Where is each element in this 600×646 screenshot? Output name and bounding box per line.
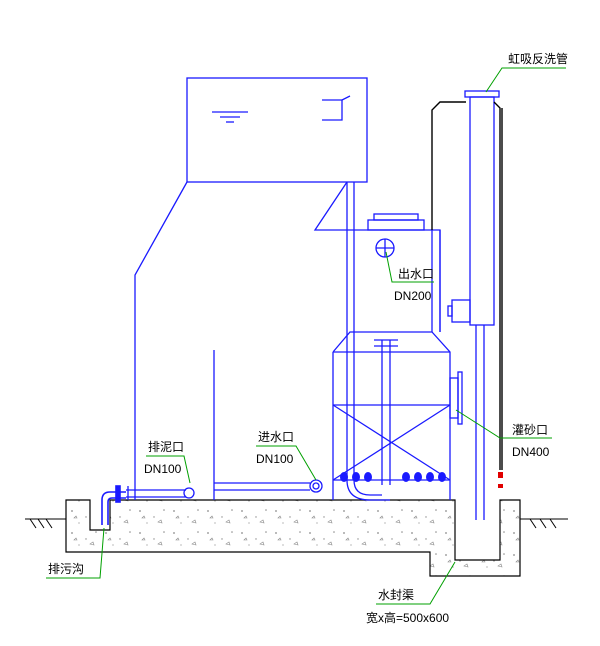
diffuser-nozzles bbox=[340, 472, 446, 482]
label-sludge-outlet-size: DN100 bbox=[144, 462, 182, 476]
label-siphon-backwash-pipe: 虹吸反洗管 bbox=[508, 51, 568, 66]
foundation bbox=[65, 499, 521, 577]
label-sand-filling-port-size: DN400 bbox=[512, 445, 550, 459]
leader-lines bbox=[46, 67, 566, 605]
label-water-inlet-size: DN100 bbox=[256, 452, 294, 466]
equipment-body bbox=[126, 77, 463, 501]
label-channel-size: 宽x高=500x600 bbox=[366, 610, 449, 625]
label-water-outlet: 出水口 bbox=[398, 267, 434, 281]
sewage-drain-elbow bbox=[101, 485, 126, 525]
label-sand-filling-port: 灌砂口 bbox=[512, 423, 548, 437]
external-pipework bbox=[431, 101, 503, 470]
label-sludge-outlet: 排泥口 bbox=[148, 440, 184, 454]
label-sewage-ditch: 排污沟 bbox=[48, 562, 84, 576]
label-water-inlet: 进水口 bbox=[258, 430, 294, 444]
siphon-backwash-pipe bbox=[447, 90, 500, 520]
label-water-seal-channel: 水封渠 bbox=[378, 588, 414, 602]
label-water-outlet-size: DN200 bbox=[394, 289, 432, 303]
ground-line-right bbox=[520, 518, 568, 529]
ground-line-left bbox=[25, 518, 66, 529]
red-valve-markers bbox=[498, 472, 503, 488]
